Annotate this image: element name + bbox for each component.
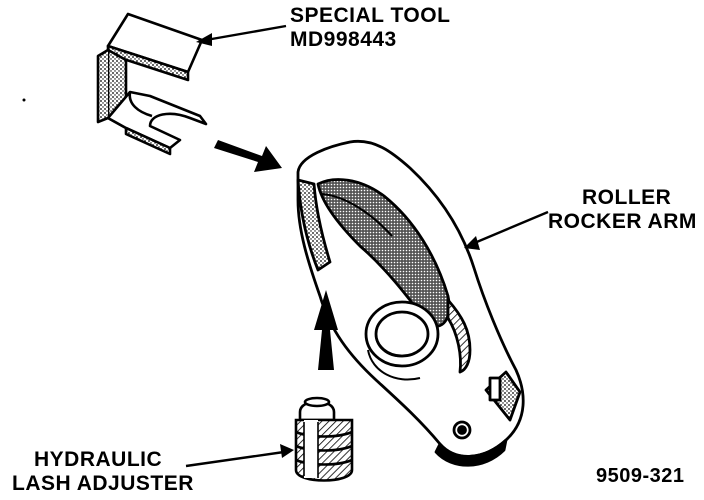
rocker-arm-leader [464, 210, 549, 250]
tool-direction-arrow [214, 140, 282, 172]
rocker-arm-label: ROLLER ROCKER ARM [548, 186, 697, 234]
lash-adjuster-leader [185, 444, 294, 468]
special-tool-label-line1: SPECIAL TOOL [290, 4, 451, 27]
lash-adjuster-direction-arrow [314, 290, 338, 370]
stray-mark [22, 98, 26, 102]
roller-rocker-arm-drawing [296, 139, 525, 467]
special-tool-leader [196, 24, 287, 46]
lash-adjuster-label-line2: LASH ADJUSTER [12, 472, 194, 495]
lash-adjuster-label: HYDRAULIC LASH ADJUSTER [12, 448, 194, 496]
hydraulic-lash-adjuster-drawing [294, 396, 354, 482]
special-tool-label-line2: MD998443 [290, 28, 397, 51]
rocker-arm-label-line2: ROCKER ARM [548, 210, 697, 233]
rocker-arm-label-line1: ROLLER [582, 186, 672, 209]
special-tool-label: SPECIAL TOOL MD998443 [290, 4, 450, 52]
lash-adjuster-label-line1: HYDRAULIC [34, 448, 163, 471]
figure-number: 9509-321 [596, 465, 685, 487]
special-tool-drawing [96, 12, 208, 156]
